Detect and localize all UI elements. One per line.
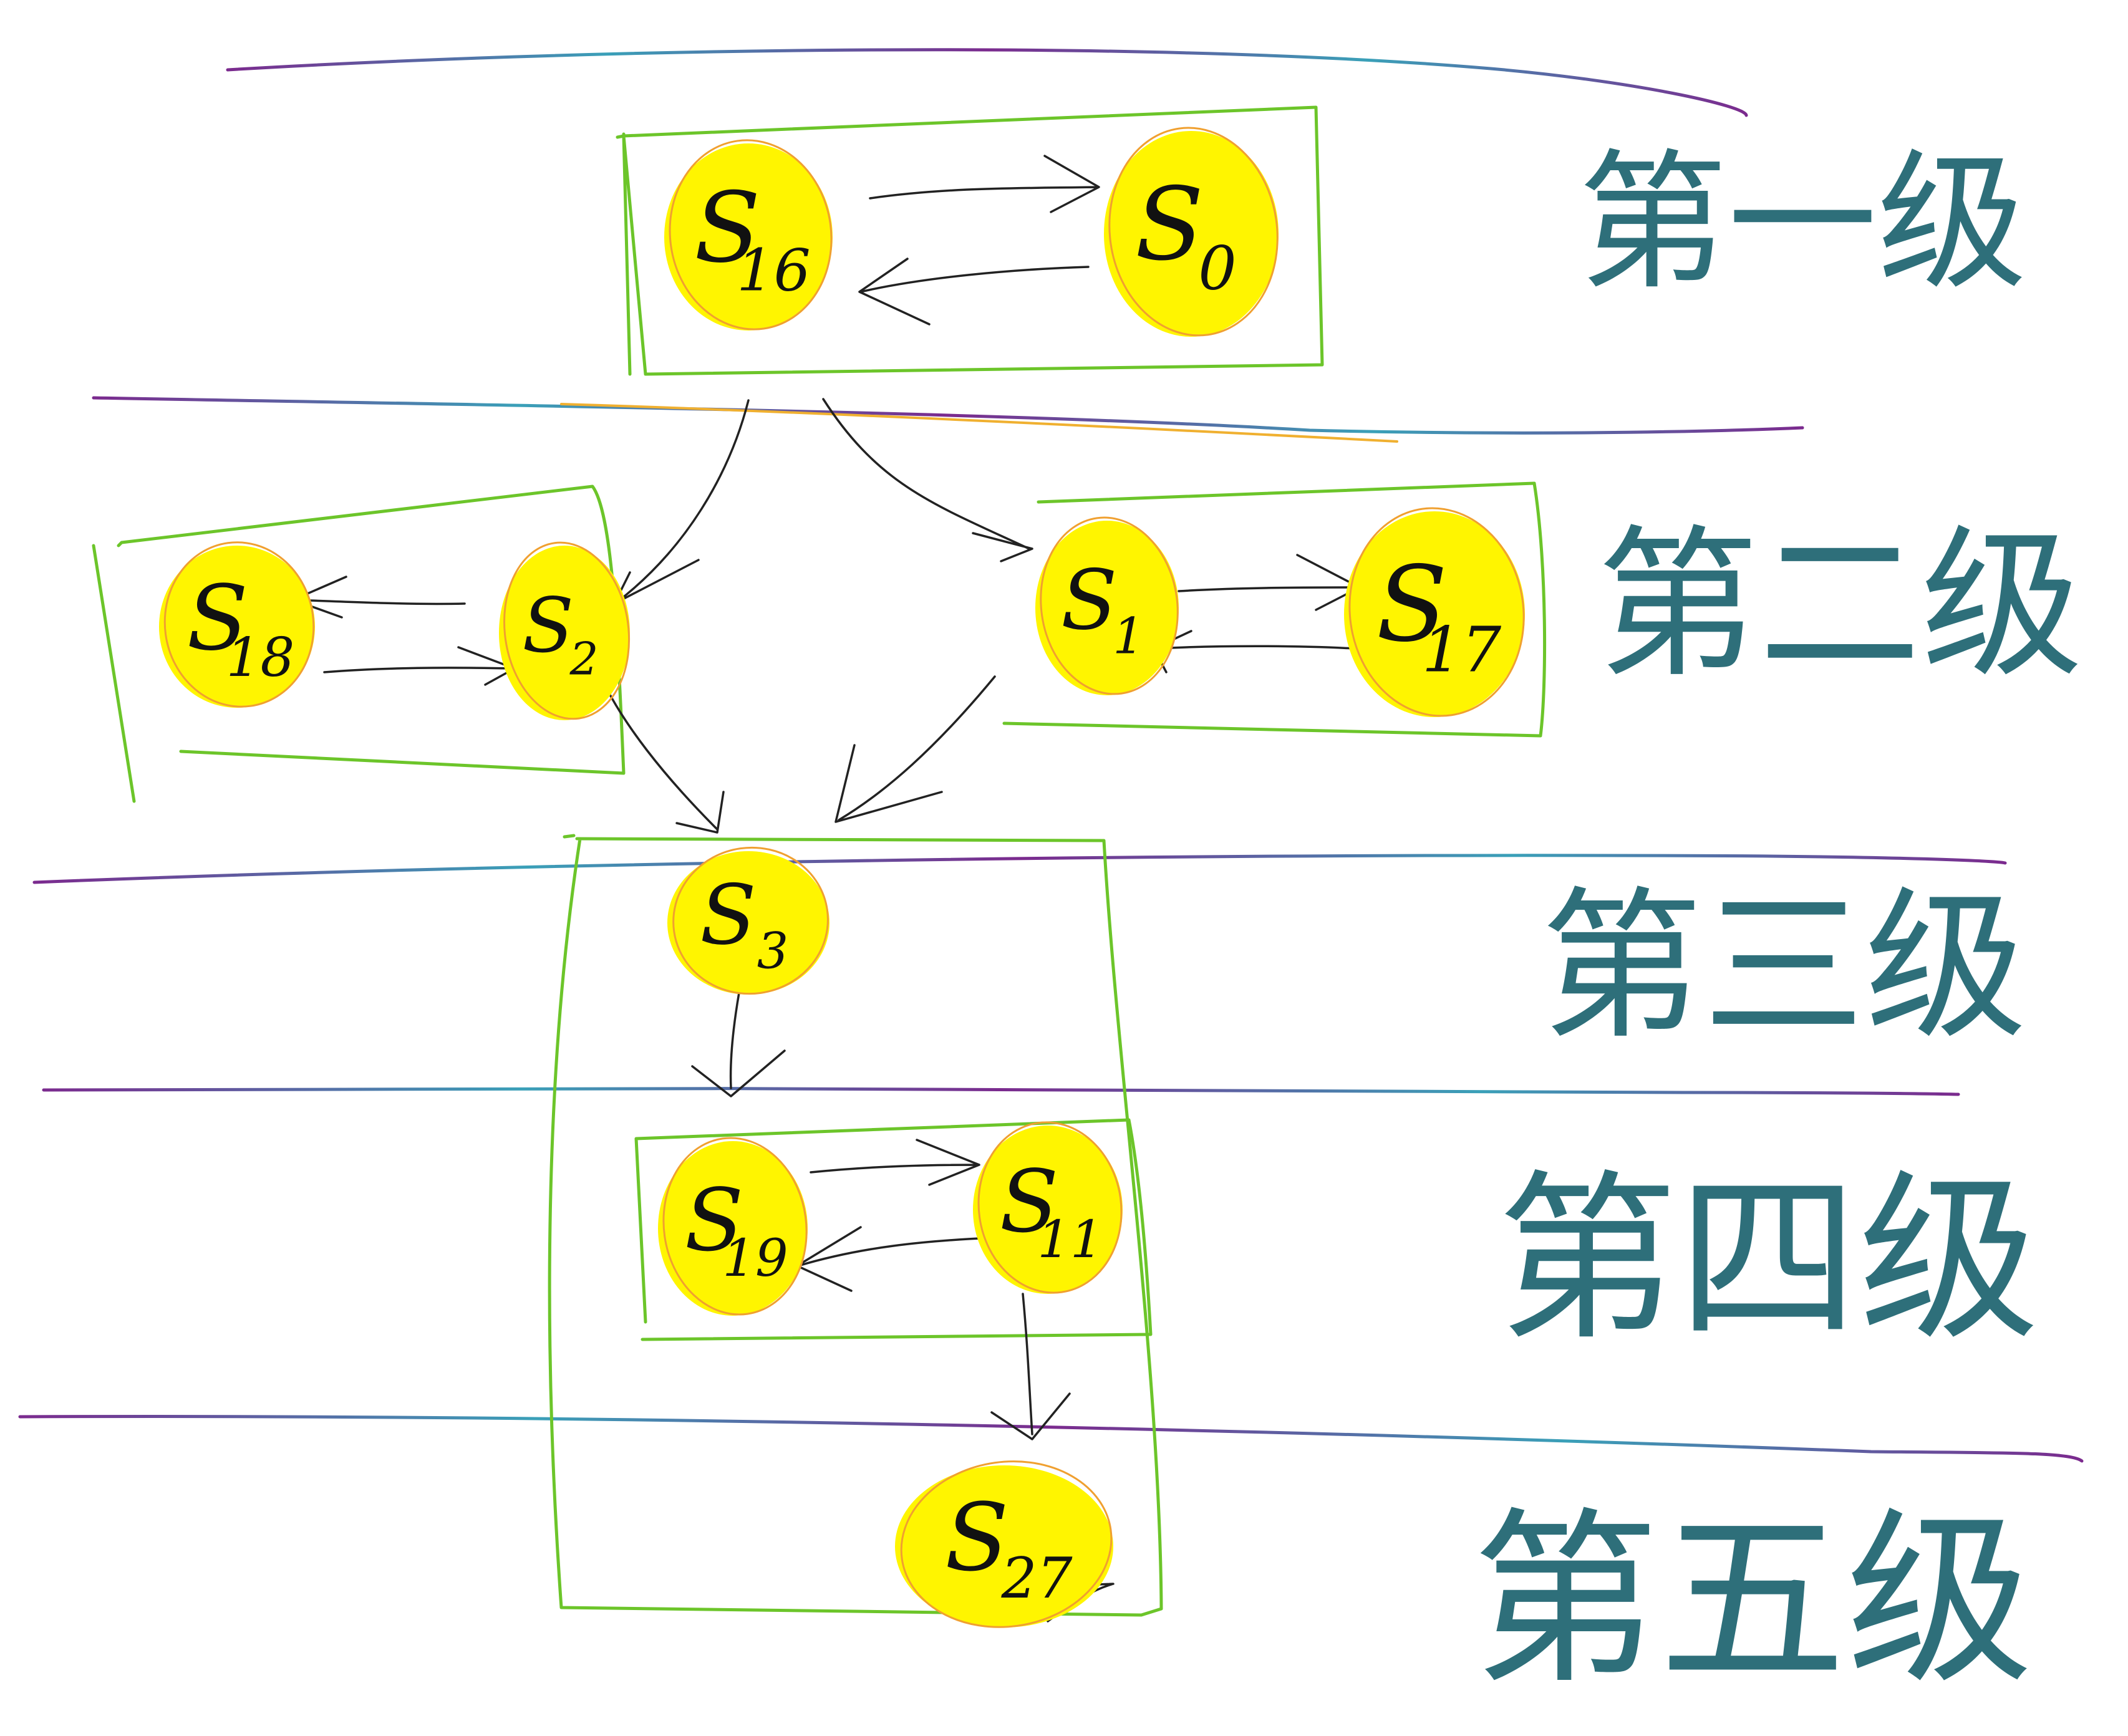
node-fill: [667, 851, 829, 995]
separator-line-4-5: [18, 1415, 2084, 1463]
node-subscript: 11: [1037, 1209, 1103, 1270]
node-letter: S: [700, 867, 757, 963]
orange-stray-stroke: [560, 403, 1398, 443]
node-fill: [895, 1465, 1113, 1628]
level-separators: [18, 48, 2084, 1463]
level-label-1: 第一级: [1578, 135, 2027, 310]
state-node-s2: S2: [499, 541, 631, 720]
arrow-s11-to-s27: [990, 1293, 1071, 1440]
node-ring: [1348, 507, 1525, 717]
arrow-s0-to-s16: [858, 258, 1090, 326]
node-subscript: 16: [737, 236, 811, 304]
group-box-level1: [616, 105, 1324, 376]
group-boxes: [92, 105, 1547, 1617]
separator-line-1-2: [92, 396, 1804, 435]
arrow-s19-to-s11: [810, 1139, 980, 1186]
node-subscript: 2: [569, 633, 598, 685]
node-fill: [159, 546, 315, 708]
node-letter: S: [694, 171, 760, 284]
node-subscript: 1: [1113, 607, 1144, 665]
separator-line-top: [226, 48, 1748, 117]
node-fill: [664, 143, 833, 330]
state-node-s16: S16: [664, 139, 833, 330]
node-subscript: 18: [226, 627, 295, 689]
separator-line-2-3: [32, 854, 2007, 884]
arrow-s16-to-s1: [822, 398, 1033, 562]
node-letter: S: [945, 1483, 1008, 1592]
level-label-2: 第二级: [1597, 511, 2083, 700]
node-fill: [658, 1141, 808, 1316]
node-fill: [1035, 521, 1179, 695]
arrow-s17-to-s1: [1153, 630, 1355, 673]
arrow-s18-to-s2: [323, 646, 516, 686]
state-node-s17: S17: [1344, 507, 1525, 717]
arrow-s11-to-s19: [796, 1226, 993, 1292]
node-ring: [662, 1137, 808, 1316]
arrow-s1-to-s17: [1178, 554, 1361, 611]
node-fill: [973, 1126, 1123, 1294]
level-label-5: 第五级: [1472, 1492, 2033, 1709]
state-node-s11: S11: [973, 1121, 1123, 1294]
node-ring: [672, 846, 829, 995]
node-letter: S: [522, 582, 574, 670]
node-letter: S: [1376, 544, 1448, 665]
node-letter: S: [1135, 166, 1204, 282]
node-ring: [669, 139, 833, 330]
arrows: [292, 155, 1361, 1623]
node-letter: S: [1061, 552, 1118, 649]
node-ring: [1040, 516, 1179, 695]
state-node-s27: S27: [895, 1460, 1113, 1628]
level-label-3: 第三级: [1540, 873, 2027, 1061]
arrow-s16-to-s0: [869, 155, 1100, 213]
group-box-level2-right: [1002, 481, 1547, 738]
group-box-s3-s27: [548, 834, 1163, 1617]
node-fill: [499, 546, 630, 720]
node-letter: S: [1000, 1152, 1059, 1252]
node-subscript: 0: [1198, 233, 1236, 304]
state-node-s18: S18: [159, 541, 315, 708]
node-ring: [977, 1121, 1123, 1294]
arrow-s2-to-s18: [292, 576, 466, 619]
node-letter: S: [685, 1170, 744, 1271]
separator-line-3-4: [42, 1086, 1960, 1096]
arrow-s16-to-s2: [613, 399, 750, 605]
node-fill: [1104, 131, 1279, 337]
group-box-level4: [634, 1118, 1153, 1341]
node-ring: [503, 541, 631, 720]
state-node-s19: S19: [658, 1137, 808, 1316]
state-node-s0: S0: [1104, 127, 1279, 337]
arrow-s3-to-s19: [691, 991, 786, 1097]
node-ring: [163, 541, 315, 708]
node-subscript: 19: [722, 1228, 788, 1288]
arrow-s2-to-s3: [602, 682, 725, 834]
node-subscript: 3: [757, 922, 788, 980]
node-ring: [900, 1460, 1113, 1628]
node-ring: [1108, 127, 1279, 337]
node-letter: S: [187, 566, 248, 670]
node-subscript: 17: [1422, 614, 1502, 687]
node-fill: [1344, 511, 1525, 717]
arrow-s1-to-s3: [834, 675, 996, 823]
node-subscript: 27: [1000, 1546, 1072, 1611]
state-node-s1: S1: [1035, 516, 1179, 695]
level-label-4: 第四级: [1497, 1155, 2039, 1365]
